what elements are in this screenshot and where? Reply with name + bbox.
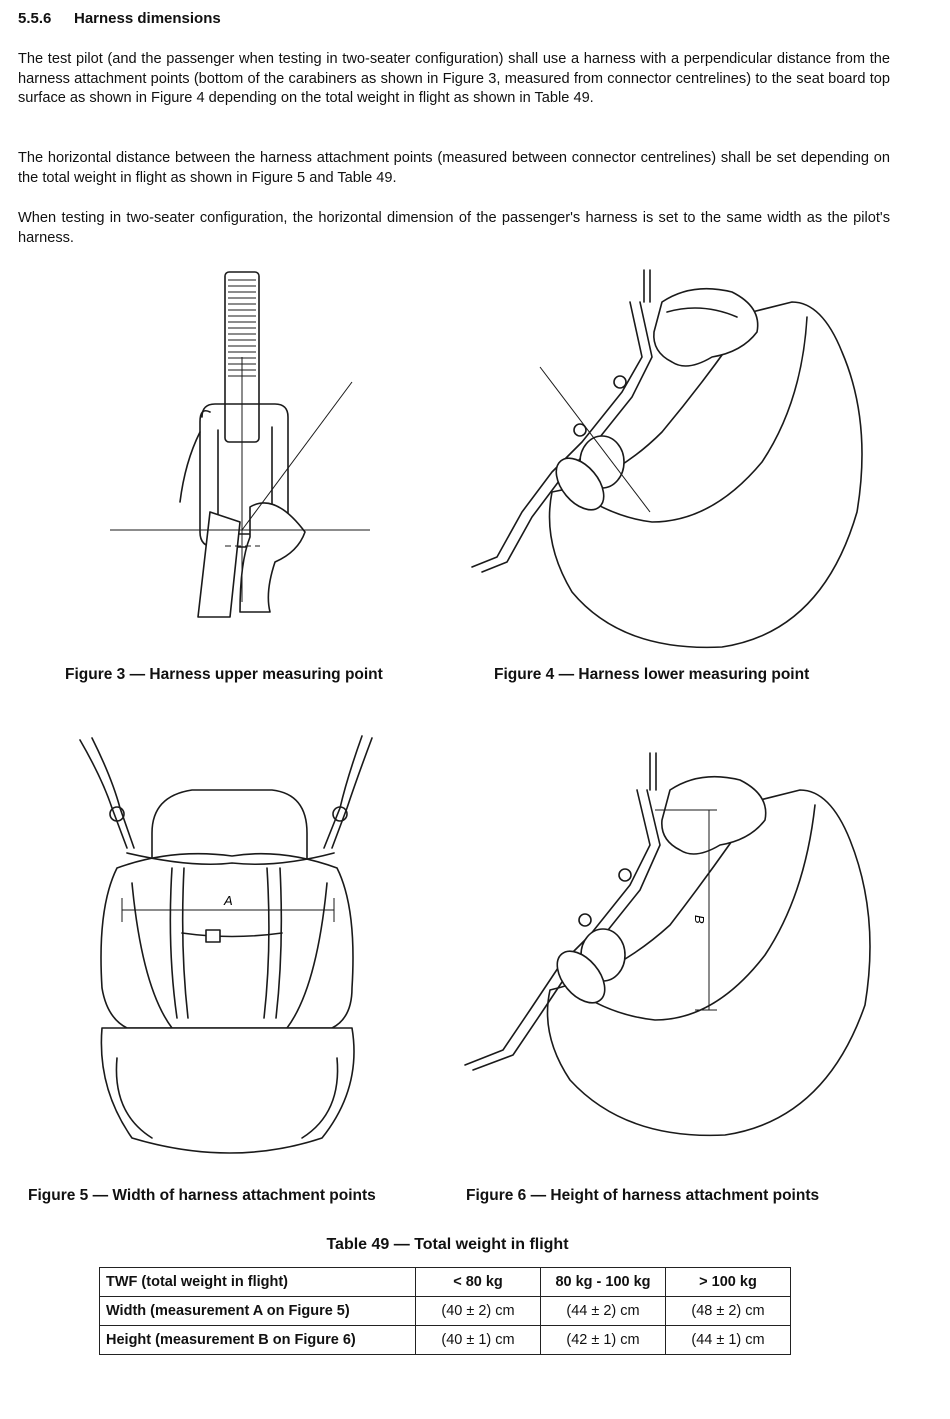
table-row-label: Width (measurement A on Figure 5) [99,1296,416,1326]
table-row-label: TWF (total weight in flight) [99,1267,416,1297]
section-heading: 5.5.6 Harness dimensions [18,10,221,27]
figure-5-drawing: A [72,728,392,1168]
figure-6-drawing: B [455,745,875,1145]
table-header-cell: > 100 kg [665,1267,791,1297]
total-weight-table: TWF (total weight in flight) < 80 kg 80 … [99,1267,791,1355]
figure-4-drawing [462,262,872,662]
table-cell: (42 ± 1) cm [540,1325,666,1355]
figure-6-label-b: B [692,915,707,924]
paragraph-two-seater-configuration: When testing in two-seater configuration… [18,210,890,246]
figure-5-label-a: A [223,893,233,908]
paragraph-harness-perpendicular-distance: The test pilot (and the passenger when t… [18,51,890,107]
table-cell: (44 ± 1) cm [665,1325,791,1355]
table-title: Table 49 — Total weight in flight [326,1236,569,1253]
table-header-cell: 80 kg - 100 kg [540,1267,666,1297]
table-header-cell: < 80 kg [415,1267,541,1297]
figure-3-drawing [100,262,380,632]
table-row: Height (measurement B on Figure 6) (40 ±… [99,1325,791,1355]
table-row-label: Height (measurement B on Figure 6) [99,1325,416,1355]
section-title: Harness dimensions [74,10,221,27]
table-cell: (44 ± 2) cm [540,1296,666,1326]
paragraph-harness-horizontal-distance: The horizontal distance between the harn… [18,150,890,186]
figure-5-caption: Figure 5 — Width of harness attachment p… [28,1187,376,1204]
figure-3-caption: Figure 3 — Harness upper measuring point [65,666,383,683]
table-row: Width (measurement A on Figure 5) (40 ± … [99,1296,791,1326]
figure-6-caption: Figure 6 — Height of harness attachment … [466,1187,820,1204]
section-number: 5.5.6 [18,10,52,27]
figure-4-caption: Figure 4 — Harness lower measuring point [494,666,810,683]
table-header-row: TWF (total weight in flight) < 80 kg 80 … [99,1267,791,1297]
table-cell: (40 ± 1) cm [415,1325,541,1355]
table-cell: (48 ± 2) cm [665,1296,791,1326]
table-cell: (40 ± 2) cm [415,1296,541,1326]
